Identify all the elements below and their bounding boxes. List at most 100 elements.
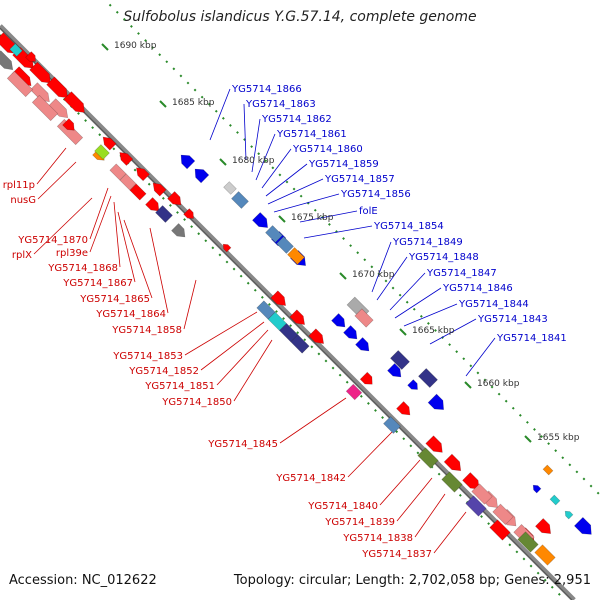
gene-label-upper[interactable]: folE: [359, 206, 378, 217]
gene-feature[interactable]: [231, 191, 249, 209]
gene-feature[interactable]: [221, 242, 232, 253]
gene-feature[interactable]: [407, 379, 421, 393]
gene-label-lower[interactable]: rpl39e: [56, 248, 88, 259]
gene-feature[interactable]: [345, 383, 363, 401]
gene-label-upper[interactable]: YG5714_1860: [292, 144, 363, 155]
gene-label-upper[interactable]: YG5714_1859: [308, 159, 379, 170]
gene-feature[interactable]: [46, 76, 72, 102]
gene-feature[interactable]: [542, 464, 554, 476]
gene-feature[interactable]: [177, 151, 196, 170]
gene-label-upper[interactable]: YG5714_1843: [477, 314, 548, 325]
gene-feature[interactable]: [390, 350, 410, 370]
gene-label-lower[interactable]: nusG: [10, 195, 36, 206]
gene-label-upper[interactable]: YG5714_1841: [496, 333, 567, 344]
gene-feature[interactable]: [252, 212, 271, 231]
gene-label-lower[interactable]: rplX: [12, 250, 32, 261]
gene-feature[interactable]: [256, 300, 276, 320]
gene-feature[interactable]: [427, 393, 448, 414]
gene-label-upper[interactable]: YG5714_1848: [408, 252, 479, 263]
gene-feature[interactable]: [517, 531, 539, 553]
gene-feature[interactable]: [396, 401, 414, 419]
gene-feature[interactable]: [573, 516, 595, 538]
gene-label-lower[interactable]: YG5714_1851: [144, 381, 215, 392]
gene-feature[interactable]: [29, 61, 55, 87]
gene-label-lower[interactable]: YG5714_1864: [95, 309, 166, 320]
gene-feature[interactable]: [563, 509, 574, 520]
gene-feature[interactable]: [145, 197, 163, 215]
gene-feature[interactable]: [549, 494, 561, 506]
gene-feature[interactable]: [223, 181, 237, 195]
gene-feature[interactable]: [0, 50, 16, 74]
gene-label-upper[interactable]: YG5714_1846: [442, 283, 513, 294]
gene-feature[interactable]: [289, 309, 308, 328]
gene-feature[interactable]: [443, 453, 465, 475]
gene-label-upper[interactable]: YG5714_1862: [261, 114, 332, 125]
gene-label-upper[interactable]: YG5714_1844: [458, 299, 529, 310]
gene-label-lower[interactable]: YG5714_1865: [79, 294, 150, 305]
gene-feature[interactable]: [183, 208, 197, 222]
gene-feature[interactable]: [109, 163, 127, 181]
gene-feature[interactable]: [287, 247, 305, 265]
gene-feature[interactable]: [48, 98, 72, 122]
gene-label-lower[interactable]: YG5714_1868: [47, 263, 118, 274]
gene-label-lower[interactable]: YG5714_1837: [361, 549, 432, 560]
gene-label-lower[interactable]: YG5714_1840: [307, 501, 378, 512]
gene-feature[interactable]: [31, 94, 59, 122]
gene-feature[interactable]: [465, 495, 487, 517]
gene-label-lower[interactable]: YG5714_1858: [111, 325, 182, 336]
gene-label-lower[interactable]: YG5714_1838: [342, 533, 413, 544]
gene-feature[interactable]: [267, 311, 287, 331]
gene-feature[interactable]: [354, 308, 374, 328]
gene-feature[interactable]: [6, 70, 34, 98]
gene-feature[interactable]: [290, 334, 310, 354]
gene-feature[interactable]: [167, 191, 185, 209]
gene-feature[interactable]: [383, 416, 401, 434]
gene-label-lower[interactable]: YG5714_1850: [161, 397, 232, 408]
gene-feature[interactable]: [117, 149, 134, 166]
gene-feature[interactable]: [94, 144, 110, 160]
gene-feature[interactable]: [471, 483, 493, 505]
gene-feature[interactable]: [343, 325, 361, 343]
gene-feature[interactable]: [387, 363, 405, 381]
gene-label-lower[interactable]: rpl11p: [3, 180, 35, 191]
gene-feature[interactable]: [279, 323, 299, 343]
gene-label-upper[interactable]: YG5714_1854: [373, 221, 444, 232]
gene-feature[interactable]: [425, 435, 447, 457]
gene-feature[interactable]: [265, 225, 283, 243]
gene-label-lower[interactable]: YG5714_1867: [62, 278, 133, 289]
gene-label-upper[interactable]: YG5714_1847: [426, 268, 497, 279]
gene-label-upper[interactable]: YG5714_1863: [245, 99, 316, 110]
gene-feature[interactable]: [119, 173, 137, 191]
gene-feature[interactable]: [308, 328, 327, 347]
gene-label-upper[interactable]: YG5714_1866: [231, 84, 302, 95]
gene-label-upper[interactable]: YG5714_1856: [340, 189, 411, 200]
gene-label-lower[interactable]: YG5714_1853: [112, 351, 183, 362]
gene-feature[interactable]: [417, 447, 439, 469]
gene-feature[interactable]: [100, 134, 117, 151]
gene-feature[interactable]: [9, 43, 23, 57]
gene-feature[interactable]: [331, 313, 349, 331]
gene-label-lower[interactable]: YG5714_1852: [128, 366, 199, 377]
gene-label-lower[interactable]: YG5714_1845: [207, 439, 278, 450]
gene-feature[interactable]: [276, 236, 294, 254]
gene-feature[interactable]: [359, 371, 376, 388]
gene-label-lower[interactable]: YG5714_1842: [275, 473, 346, 484]
gene-label-upper[interactable]: YG5714_1861: [276, 129, 347, 140]
gene-feature[interactable]: [531, 483, 542, 494]
gene-feature[interactable]: [489, 519, 511, 541]
gene-feature[interactable]: [62, 118, 78, 134]
gene-feature[interactable]: [155, 205, 173, 223]
gene-label-upper[interactable]: YG5714_1857: [324, 174, 395, 185]
gene-feature[interactable]: [441, 471, 463, 493]
gene-label-lower[interactable]: YG5714_1839: [324, 517, 395, 528]
gene-feature[interactable]: [418, 368, 438, 388]
gene-feature[interactable]: [129, 183, 147, 201]
gene-feature[interactable]: [25, 51, 39, 65]
gene-label-upper[interactable]: YG5714_1849: [392, 237, 463, 248]
gene-feature[interactable]: [270, 290, 289, 309]
gene-feature[interactable]: [63, 91, 89, 117]
gene-feature[interactable]: [133, 165, 150, 182]
gene-feature[interactable]: [492, 503, 514, 526]
gene-feature[interactable]: [150, 180, 167, 197]
gene-feature[interactable]: [534, 544, 556, 566]
